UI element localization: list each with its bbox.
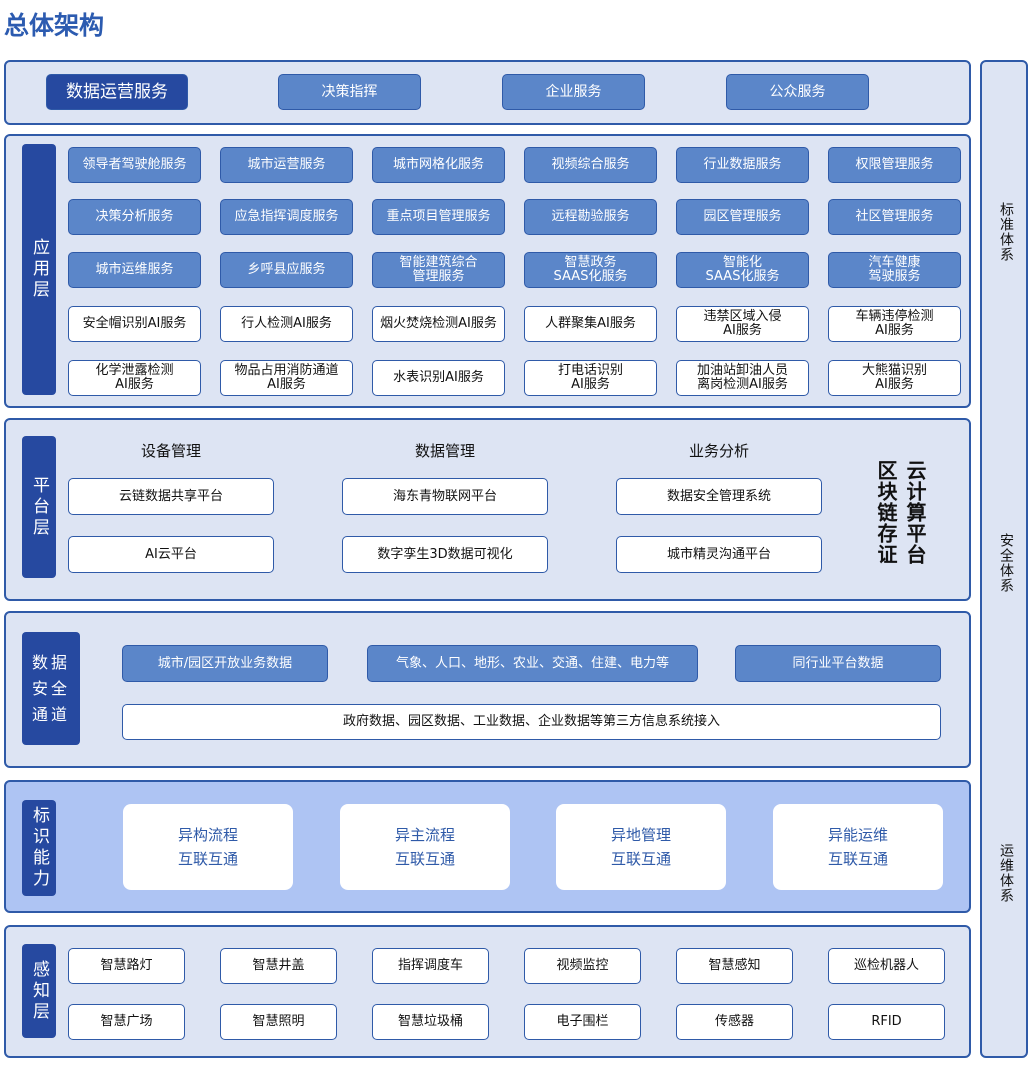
- perception-item[interactable]: 智慧感知: [676, 948, 793, 984]
- platform-column-header: 业务分析: [688, 442, 749, 460]
- app-service-button[interactable]: 行人检测AI服务: [220, 306, 353, 342]
- top-service-button[interactable]: 决策指挥: [278, 74, 421, 110]
- data-operation-service-button[interactable]: 数据运营服务: [46, 74, 188, 110]
- app-service-button[interactable]: 大熊猫识别 AI服务: [828, 360, 961, 396]
- perception-item[interactable]: 智慧垃圾桶: [372, 1004, 489, 1040]
- blockchain-evidence-label: 区块链存证: [874, 460, 898, 565]
- identity-item[interactable]: 异构流程 互联互通: [123, 804, 293, 890]
- app-service-button[interactable]: 重点项目管理服务: [372, 199, 505, 235]
- perception-item[interactable]: 传感器: [676, 1004, 793, 1040]
- system-column: [980, 60, 1028, 1058]
- app-service-button[interactable]: 车辆违停检测 AI服务: [828, 306, 961, 342]
- perception-item[interactable]: 巡检机器人: [828, 948, 945, 984]
- data-security-channel-label: 数据安全通道: [22, 632, 80, 745]
- platform-item[interactable]: 云链数据共享平台: [68, 478, 274, 515]
- app-service-button[interactable]: 乡呼县应服务: [220, 252, 353, 288]
- perception-item[interactable]: 电子围栏: [524, 1004, 641, 1040]
- app-service-button[interactable]: 智能建筑综合 管理服务: [372, 252, 505, 288]
- perception-item[interactable]: 智慧井盖: [220, 948, 337, 984]
- app-service-button[interactable]: 城市运维服务: [68, 252, 201, 288]
- perception-item[interactable]: 智慧路灯: [68, 948, 185, 984]
- security-system-label: 安全体系: [998, 533, 1014, 593]
- top-service-button[interactable]: 公众服务: [726, 74, 869, 110]
- app-service-button[interactable]: 应急指挥调度服务: [220, 199, 353, 235]
- data-source-public[interactable]: 气象、人口、地形、农业、交通、住建、电力等: [367, 645, 698, 682]
- page-title: 总体架构: [4, 11, 105, 40]
- identity-item[interactable]: 异地管理 互联互通: [556, 804, 726, 890]
- platform-item[interactable]: 城市精灵沟通平台: [616, 536, 822, 573]
- application-layer-label: 应用层: [22, 144, 56, 395]
- app-service-button[interactable]: 智能化 SAAS化服务: [676, 252, 809, 288]
- perception-item[interactable]: 智慧广场: [68, 1004, 185, 1040]
- app-service-button[interactable]: 城市网格化服务: [372, 147, 505, 183]
- app-service-button[interactable]: 违禁区域入侵 AI服务: [676, 306, 809, 342]
- perception-item[interactable]: 智慧照明: [220, 1004, 337, 1040]
- identity-item[interactable]: 异主流程 互联互通: [340, 804, 510, 890]
- app-service-button[interactable]: 智慧政务 SAAS化服务: [524, 252, 657, 288]
- app-service-button[interactable]: 安全帽识别AI服务: [68, 306, 201, 342]
- app-service-button[interactable]: 人群聚集AI服务: [524, 306, 657, 342]
- app-service-button[interactable]: 视频综合服务: [524, 147, 657, 183]
- app-service-button[interactable]: 社区管理服务: [828, 199, 961, 235]
- app-service-button[interactable]: 园区管理服务: [676, 199, 809, 235]
- third-party-data-access[interactable]: 政府数据、园区数据、工业数据、企业数据等第三方信息系统接入: [122, 704, 941, 740]
- app-service-button[interactable]: 加油站卸油人员 离岗检测AI服务: [676, 360, 809, 396]
- app-service-button[interactable]: 远程勘验服务: [524, 199, 657, 235]
- identity-capability-label: 标识能力: [22, 800, 56, 896]
- top-service-button[interactable]: 企业服务: [502, 74, 645, 110]
- platform-item[interactable]: AI云平台: [68, 536, 274, 573]
- perception-item[interactable]: RFID: [828, 1004, 945, 1040]
- data-security-channel-panel: [4, 611, 971, 768]
- platform-item[interactable]: 海东青物联网平台: [342, 478, 548, 515]
- data-source-city-park[interactable]: 城市/园区开放业务数据: [122, 645, 328, 682]
- platform-layer-label: 平台层: [22, 436, 56, 578]
- app-service-button[interactable]: 决策分析服务: [68, 199, 201, 235]
- standard-system-label: 标准体系: [998, 202, 1014, 262]
- app-service-button[interactable]: 权限管理服务: [828, 147, 961, 183]
- app-service-button[interactable]: 行业数据服务: [676, 147, 809, 183]
- app-service-button[interactable]: 物品占用消防通道 AI服务: [220, 360, 353, 396]
- app-service-button[interactable]: 化学泄露检测 AI服务: [68, 360, 201, 396]
- app-service-button[interactable]: 打电话识别 AI服务: [524, 360, 657, 396]
- perception-item[interactable]: 指挥调度车: [372, 948, 489, 984]
- platform-item[interactable]: 数字孪生3D数据可视化: [342, 536, 548, 573]
- platform-item[interactable]: 数据安全管理系统: [616, 478, 822, 515]
- perception-item[interactable]: 视频监控: [524, 948, 641, 984]
- data-source-industry[interactable]: 同行业平台数据: [735, 645, 941, 682]
- platform-column-header: 设备管理: [140, 442, 201, 460]
- app-service-button[interactable]: 领导者驾驶舱服务: [68, 147, 201, 183]
- app-service-button[interactable]: 水表识别AI服务: [372, 360, 505, 396]
- cloud-computing-platform-label: 云计算平台: [903, 460, 927, 565]
- app-service-button[interactable]: 烟火焚烧检测AI服务: [372, 306, 505, 342]
- app-service-button[interactable]: 城市运营服务: [220, 147, 353, 183]
- ops-system-label: 运维体系: [998, 843, 1014, 903]
- perception-layer-label: 感知层: [22, 944, 56, 1038]
- platform-column-header: 数据管理: [414, 442, 475, 460]
- app-service-button[interactable]: 汽车健康 驾驶服务: [828, 252, 961, 288]
- identity-item[interactable]: 异能运维 互联互通: [773, 804, 943, 890]
